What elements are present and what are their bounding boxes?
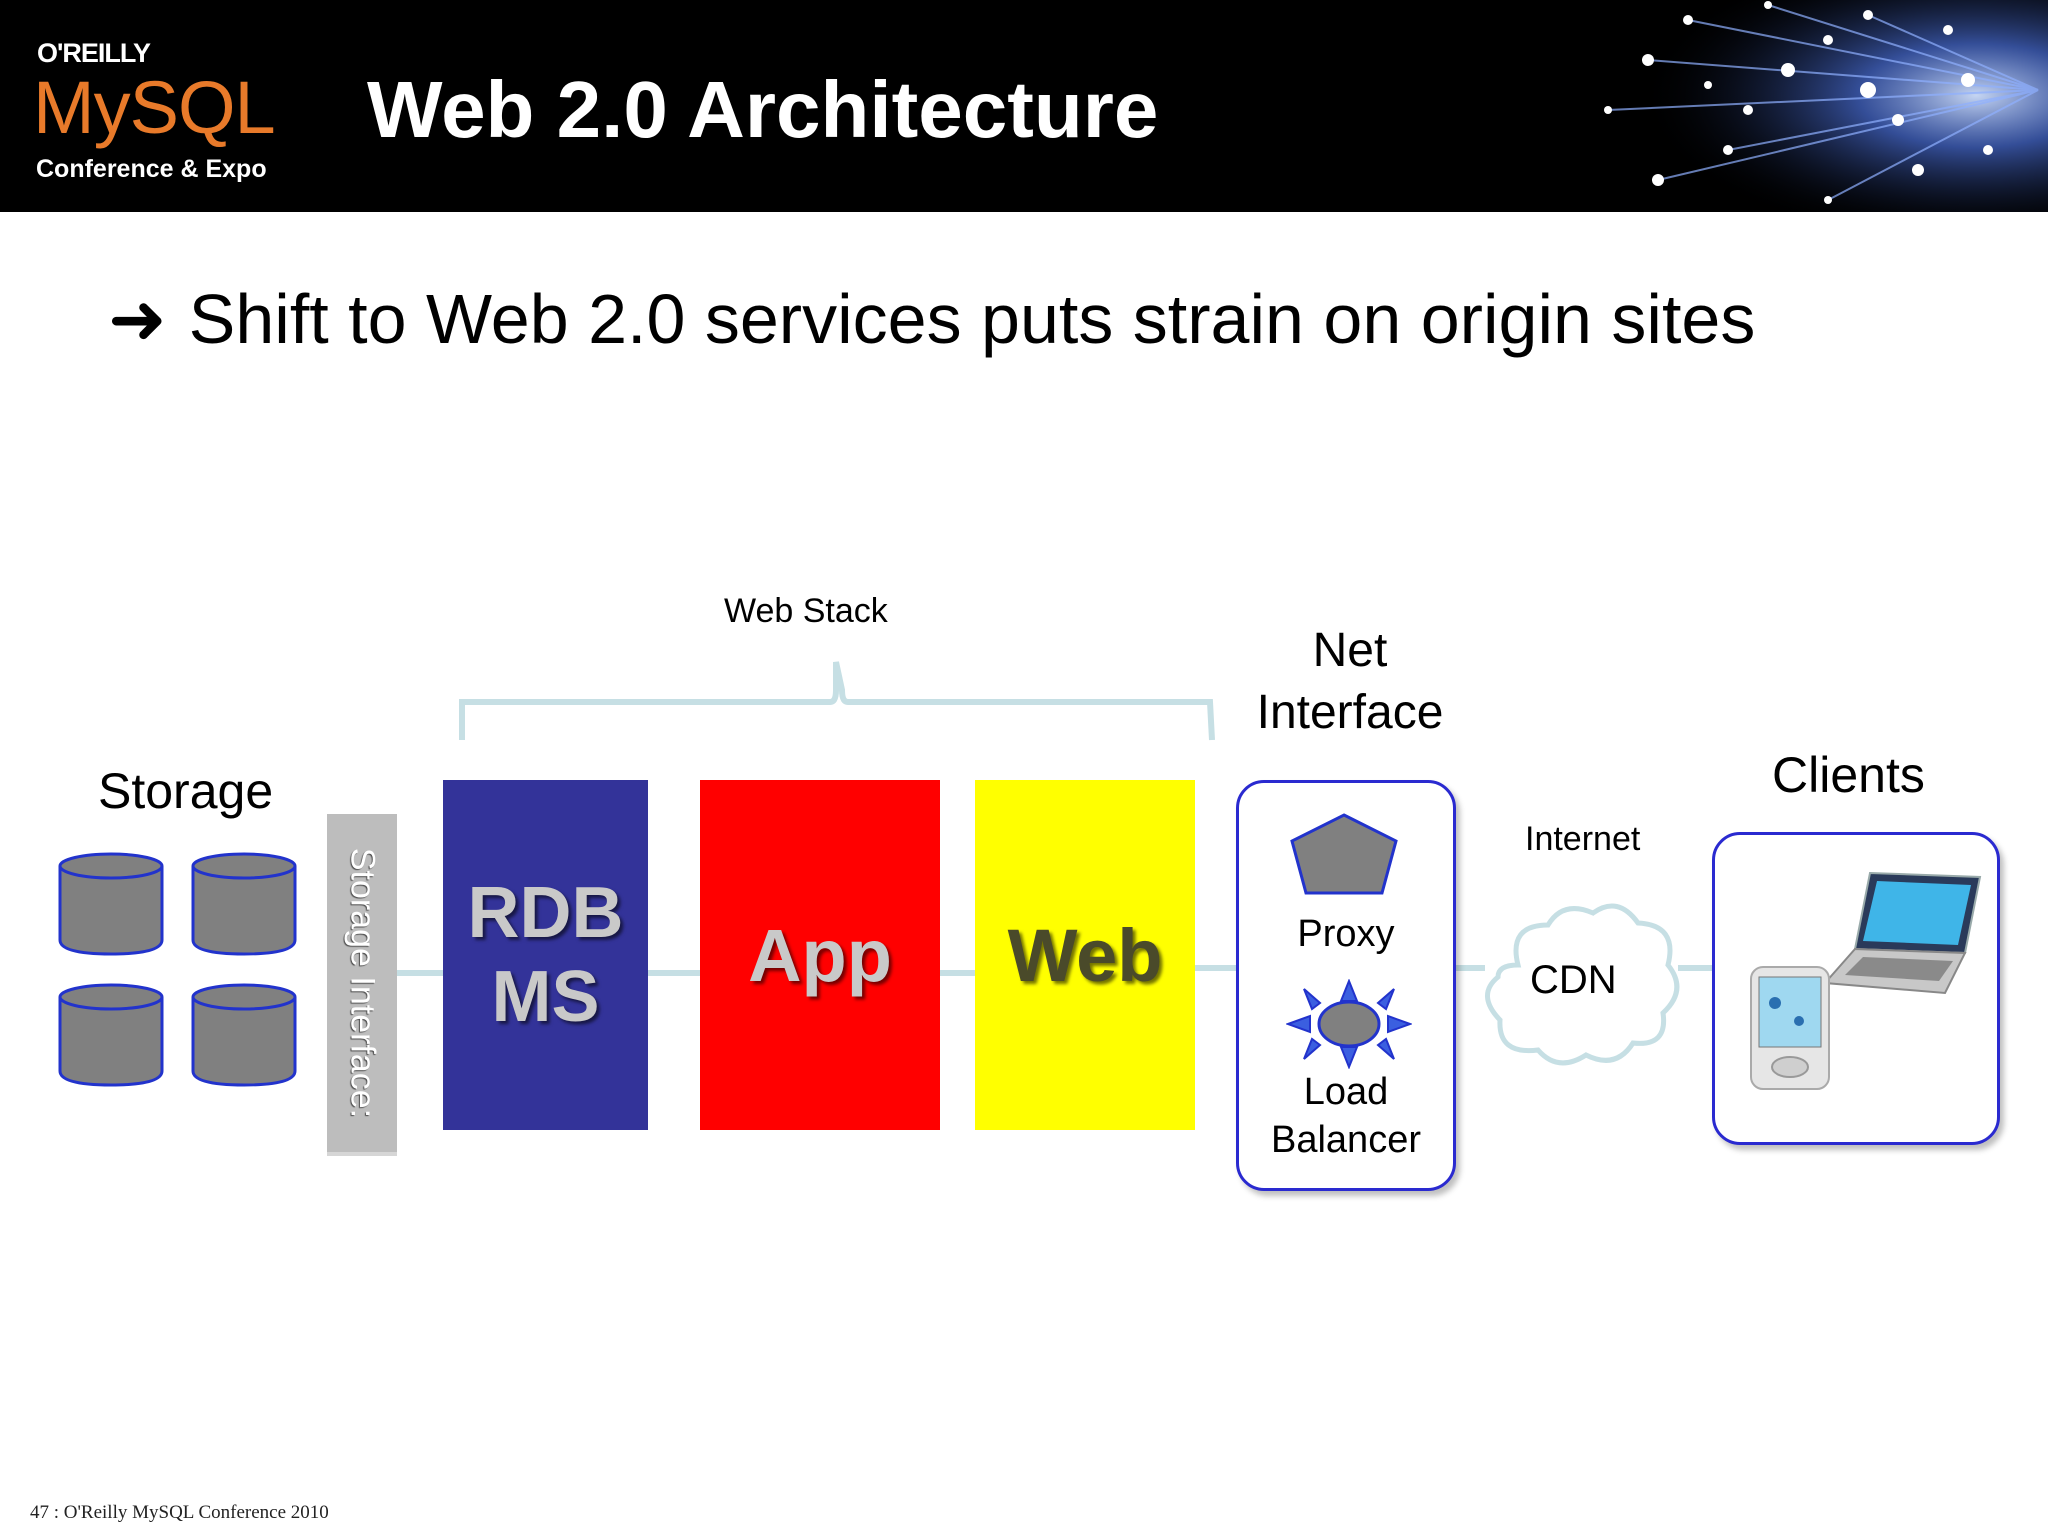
rdbms-block: RDB MS: [443, 780, 648, 1130]
logo-publisher: O'REILLY: [37, 38, 151, 68]
laptop-icon: [1822, 871, 1982, 995]
slide-header: O'REILLY MySQL Conference & Expo Web 2.0…: [0, 0, 2048, 212]
net-interface-label: Net Interface: [1250, 620, 1450, 744]
net-interface-panel: Proxy Load Balancer: [1236, 780, 1456, 1191]
arrow-icon: ➜: [108, 278, 167, 360]
load-balancer-star-icon: [1286, 979, 1412, 1069]
web-label: Web: [1007, 913, 1163, 997]
load-balancer-label: Load Balancer: [1239, 1068, 1453, 1164]
load-balancer-label-line2: Balancer: [1271, 1119, 1421, 1161]
app-label: App: [748, 913, 892, 997]
disk-icon: [58, 852, 164, 956]
bullet-text: Shift to Web 2.0 services puts strain on…: [188, 280, 1756, 358]
web-stack-label: Web Stack: [724, 592, 888, 630]
internet-label: Internet: [1525, 820, 1641, 858]
cdn-label: CDN: [1530, 958, 1617, 1002]
bullet-point: ➜ Shift to Web 2.0 services puts strain o…: [108, 278, 1755, 360]
storage-interface-bar: Storage Interface:: [327, 814, 397, 1156]
clients-label: Clients: [1772, 747, 1925, 803]
net-interface-label-line2: Interface: [1256, 686, 1444, 739]
disk-icon: [58, 983, 164, 1087]
logo-tagline: Conference & Expo: [36, 155, 267, 183]
handheld-device-icon: [1750, 966, 1830, 1090]
cloud-icon: [1485, 903, 1680, 1066]
proxy-pentagon-icon: [1290, 813, 1398, 895]
storage-interface-label: Storage Interface:: [343, 847, 382, 1119]
rdbms-label-line1: RDB: [467, 873, 624, 953]
app-block: App: [700, 780, 940, 1130]
slide-title: Web 2.0 Architecture: [367, 65, 1159, 154]
disk-icon: [191, 852, 297, 956]
fiber-optic-decoration: [1568, 0, 2048, 212]
logo-product: MySQL: [33, 66, 276, 149]
rdbms-label-line2: MS: [491, 957, 600, 1037]
disk-icon: [191, 983, 297, 1087]
web-stack-brace: [459, 661, 1215, 741]
slide-footer: 47 : O'Reilly MySQL Conference 2010: [30, 1502, 329, 1523]
clients-panel: [1712, 832, 2000, 1145]
proxy-label: Proxy: [1297, 913, 1395, 955]
load-balancer-label-line1: Load: [1303, 1071, 1389, 1113]
net-interface-label-line1: Net: [1312, 624, 1388, 677]
web-block: Web: [975, 780, 1195, 1130]
storage-label: Storage: [98, 763, 274, 819]
storage-disks: [58, 852, 297, 1087]
